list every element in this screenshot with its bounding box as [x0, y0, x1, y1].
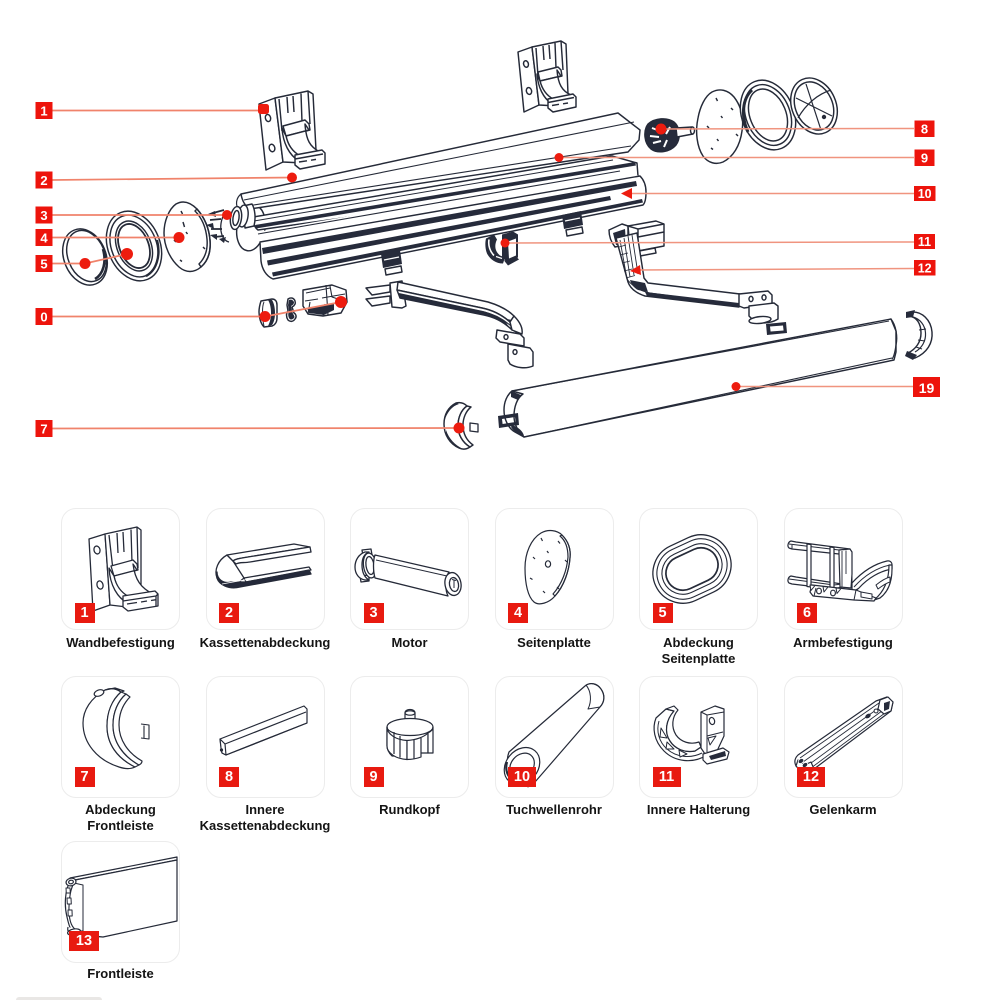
svg-text:12: 12	[918, 262, 932, 276]
svg-text:5: 5	[40, 257, 47, 272]
svg-text:4: 4	[40, 231, 48, 246]
svg-text:9: 9	[921, 151, 928, 166]
svg-text:19: 19	[919, 380, 935, 396]
svg-text:11: 11	[918, 235, 931, 249]
svg-text:2: 2	[40, 173, 47, 188]
svg-text:7: 7	[40, 422, 47, 437]
svg-text:0: 0	[40, 310, 47, 325]
svg-text:8: 8	[921, 122, 928, 137]
svg-text:3: 3	[40, 208, 47, 223]
svg-text:1: 1	[40, 104, 47, 119]
svg-text:10: 10	[918, 187, 932, 201]
